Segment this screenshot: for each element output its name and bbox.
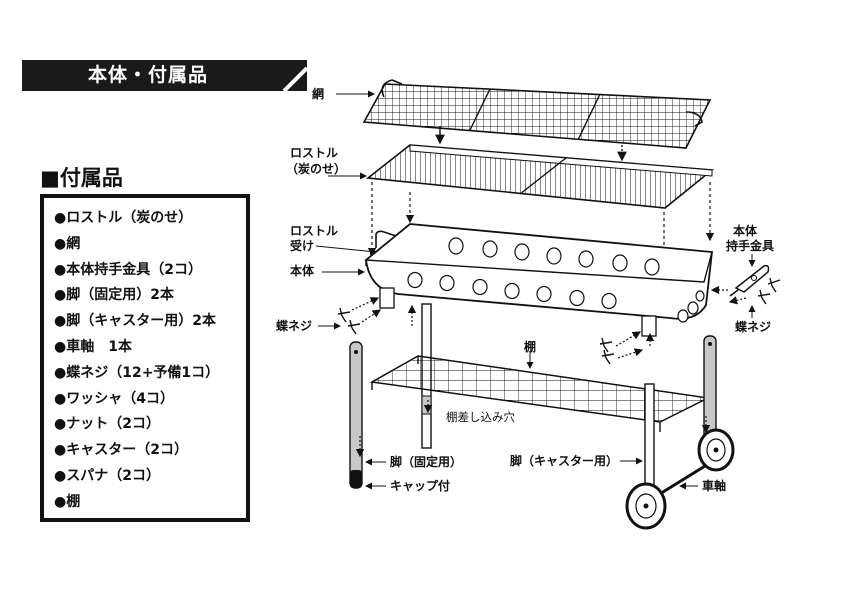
label-handle-bracket: 本体 xyxy=(733,224,758,238)
label-axle: 車軸 xyxy=(702,479,727,493)
list-item: ●ワッシャ（4コ） xyxy=(54,390,174,407)
section-title-bar: 本体・付属品 xyxy=(22,60,307,91)
grill-body xyxy=(364,223,713,337)
list-item: ●脚（固定用）2本 xyxy=(54,287,174,304)
label-rostle: ロストル xyxy=(290,146,339,160)
label-wing-screw-right: 蝶ネジ xyxy=(735,320,772,334)
list-item: ●脚（キャスター用）2本 xyxy=(54,313,216,330)
label-shelf-hole: 棚差し込み穴 xyxy=(446,410,515,424)
label-rostle-holder: ロストル xyxy=(290,224,339,238)
wing-screw-middle xyxy=(599,337,615,365)
label-shelf: 棚 xyxy=(524,340,537,354)
label-wing-screw-left: 蝶ネジ xyxy=(276,319,313,333)
page-title: 本体・付属品 xyxy=(87,64,208,86)
list-item: ●スパナ（2コ） xyxy=(54,467,160,484)
wing-screw-left xyxy=(337,307,361,335)
list-item: ●ロストル（炭のせ） xyxy=(54,210,193,226)
wheel-rear xyxy=(697,428,735,472)
label-cap: キャップ付 xyxy=(390,479,451,493)
shelf xyxy=(369,355,711,432)
label-rostle-holder-sub: 受け xyxy=(290,239,315,253)
accessories-list: ●ロストル（炭のせ） ●網 ●本体持手金具（2コ） ●脚（固定用）2本 ●脚（キ… xyxy=(44,198,246,516)
handle-bracket xyxy=(729,264,770,297)
label-body: 本体 xyxy=(290,264,315,278)
label-leg-caster: 脚（キャスター用） xyxy=(510,454,619,468)
label-leg-fixed: 脚（固定用） xyxy=(390,455,463,469)
list-item: ●ナット（2コ） xyxy=(54,416,160,433)
fixed-leg xyxy=(349,341,363,489)
accessories-heading: ■付属品 xyxy=(40,166,123,190)
list-item: ●キャスター（2コ） xyxy=(54,442,188,459)
wheel-front xyxy=(625,482,667,530)
wing-screw-right xyxy=(757,277,781,305)
list-item: ●車軸 1本 xyxy=(54,338,132,355)
list-item: ●本体持手金具（2コ） xyxy=(54,261,202,278)
list-item: ●棚 xyxy=(54,493,81,510)
list-item: ●蝶ネジ（12+予備1コ） xyxy=(54,364,220,381)
title-bar-shape xyxy=(22,60,307,91)
label-rostle-sub: （炭のせ） xyxy=(286,162,347,176)
accessories-box: ●ロストル（炭のせ） ●網 ●本体持手金具（2コ） ●脚（固定用）2本 ●脚（キ… xyxy=(40,194,250,522)
label-handle-bracket-sub: 持手金具 xyxy=(726,239,775,253)
rostle-grate xyxy=(365,144,715,209)
label-grill-net: 網 xyxy=(312,87,325,101)
grill-net xyxy=(362,79,712,149)
list-item: ●網 xyxy=(54,235,81,252)
